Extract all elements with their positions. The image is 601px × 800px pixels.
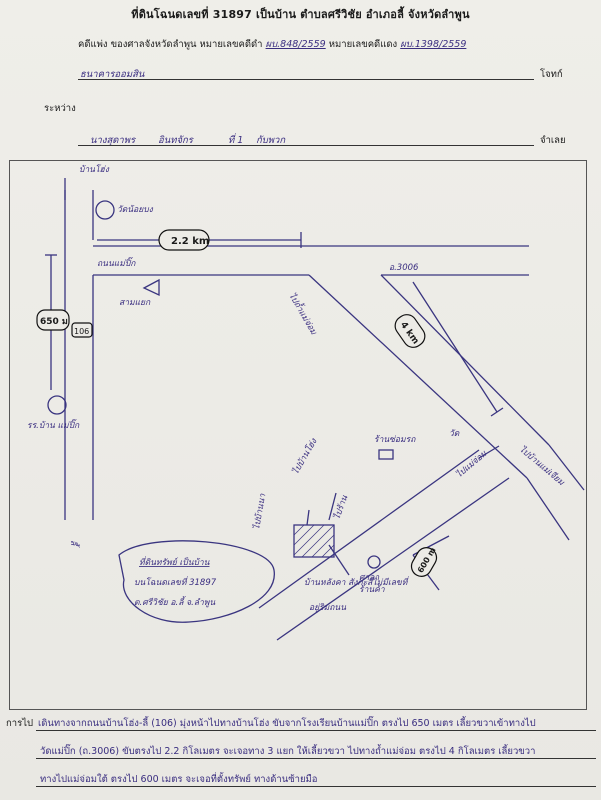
between-label: ระหว่าง: [44, 103, 76, 114]
property-label-3: ต.ศรีวิชัย อ.ลี้ จ.ลำพูน: [134, 596, 215, 608]
plaintiff-role: โจทก์: [540, 69, 563, 80]
lower-road-b: [276, 477, 510, 641]
diag-continue-a: [526, 477, 570, 541]
plaintiff-underline: [78, 79, 534, 80]
red-case-label: หมายเลขคดีแดง: [328, 39, 398, 50]
directions-line-1: เดินทางจากถนนบ้านโฮ่ง-ลี้ (106) มุ่งหน้า…: [38, 718, 536, 729]
case-prefix: คดีแพ่ง ของศาลจังหวัดลำพูน หมายเลขคดีดำ: [78, 39, 263, 50]
map-frame: [9, 160, 587, 710]
small-label-1: ศาลา: [359, 573, 379, 583]
case-line: คดีแพ่ง ของศาลจังหวัดลำพูน หมายเลขคดีดำ …: [78, 37, 466, 52]
black-case-no: ผบ.848/2559: [265, 39, 326, 50]
diag-road-b: [380, 274, 550, 446]
to-thamnamjom-label: ไปถ้ำแม่จ่อม: [286, 291, 320, 337]
defendant-surname: อินทจักร: [158, 135, 193, 146]
small-label-2: ร้านค้า: [359, 584, 385, 595]
shop-label: ร้านซ่อมรถ: [374, 434, 416, 445]
top-village-label: บ้านโฮ่ง: [79, 164, 110, 175]
temple-label: วัดน้อยบง: [117, 204, 154, 215]
plaintiff-name: ธนาคารออมสิน: [80, 69, 145, 80]
road-106-text: 106: [74, 327, 89, 336]
road-3006-label: อ.3006: [389, 263, 419, 273]
property-label-outline: [118, 540, 275, 623]
diag-road-a: [308, 274, 528, 479]
temple-right-label: วัด: [449, 429, 460, 439]
triangle-label: สามแยก: [119, 298, 151, 308]
to-north-road-label: ไปบ้านโฮ่ง: [290, 436, 320, 476]
defendant-no: ที่ 1: [228, 135, 244, 146]
defendant-with: กับพวก: [256, 135, 286, 146]
page-title: ที่ดินโฉนดเลขที่ 31897 เป็นบ้าน ตำบลศรีว…: [131, 8, 470, 21]
directions-label: การไป: [6, 718, 33, 729]
distance-top-text: 2.2 km: [171, 236, 209, 247]
property-label-1: ที่ดินทรัพย์ เป็นบ้าน: [139, 556, 210, 568]
defendant-underline: [78, 145, 534, 146]
school-label: รร.บ้าน แม่ปิ๊ก: [27, 419, 80, 431]
property-label-2: บนโฉนดเลขที่ 31897: [134, 576, 217, 588]
lower-road-a: [258, 449, 480, 609]
bottom-village-label: ลี้: [68, 540, 80, 548]
to-left-road-label: ไปบ้านนา: [251, 493, 268, 531]
red-case-no: ผบ.1398/2559: [400, 39, 467, 50]
temple-marker: [95, 200, 115, 220]
distance-left-text: 650 ม: [40, 317, 68, 327]
house-note-2: อยู่ริมถนน: [309, 603, 346, 613]
directions-line-3: ทางไปแม่จ่อมใต้ ตรงไป 600 เมตร จะเจอที่ต…: [40, 774, 318, 785]
location-map: 2.2 km 650 ม 106 4 km 600 m บ้านโฮ่ง วัด…: [27, 164, 585, 641]
directions-line-2: วัดแม่ปิ๊ก (ถ.3006) ขับตรงไป 2.2 กิโลเมต…: [40, 746, 536, 757]
defendant-role: จำเลย: [540, 135, 566, 146]
school-marker: [47, 395, 67, 415]
defendant-name: นางสุดาพร: [90, 135, 136, 146]
house-note: บ้านหลังคา สังกะสีไม่มีเลขที่: [304, 576, 409, 588]
diag-continue-b: [548, 444, 585, 491]
to-lower-right-label: ไปบ้านแม่เจียม: [517, 444, 567, 488]
road-main-label: ถนนแม่ปิ๊ก: [97, 257, 136, 269]
